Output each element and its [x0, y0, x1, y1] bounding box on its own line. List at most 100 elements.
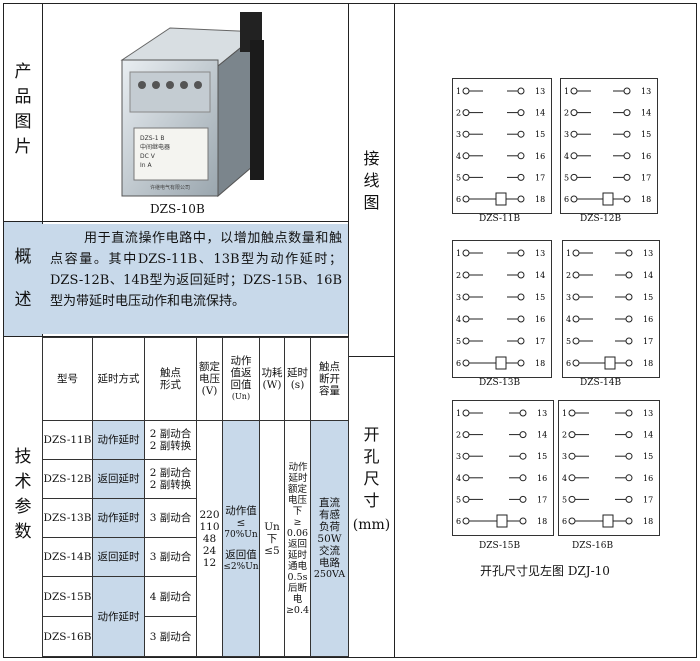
terminal-circle	[517, 152, 525, 160]
maker-text: 许继电气有限公司	[150, 184, 190, 191]
terminal-label: 16	[641, 152, 651, 161]
header-power: 功耗 (W)	[259, 337, 285, 421]
contacts-cell: 2 副动合 2 副转换	[144, 420, 197, 460]
terminal-label: 4	[562, 474, 567, 483]
diagram-caption: DZS-16B	[572, 541, 614, 551]
summary-label: 概 述	[4, 222, 42, 336]
model-cell: DZS-11B	[42, 420, 93, 460]
terminal-label: 17	[537, 495, 547, 504]
delay-line: 电	[292, 593, 303, 605]
table-row: DZS-12B 返回延时 2 副动合 2 副转换	[42, 459, 349, 499]
voltage-value: 110	[199, 520, 220, 533]
terminal-circle	[462, 195, 470, 203]
terminal-label: 6	[456, 359, 461, 368]
delay-line: ≥0.4	[285, 604, 310, 616]
coil-symbol	[495, 192, 507, 206]
terminal-circle	[519, 517, 527, 525]
delay-line: 0.06	[286, 527, 309, 539]
tech-params-label: 技 术 参 数	[4, 440, 42, 550]
spec-table: 型号 延时方式 触点形式 额定 电压 (V) 动作 值返 回值 (Un) 功耗 …	[42, 337, 349, 657]
terminal-circle	[462, 271, 470, 279]
header-breaking: 触点 断开 容量	[310, 337, 349, 421]
diagram-caption: DZS-14B	[580, 378, 622, 388]
terminal-circle	[625, 293, 633, 301]
label-char: 尺	[363, 469, 380, 488]
terminal-label: 1	[456, 249, 461, 258]
label-char: 图	[363, 193, 380, 212]
terminal-circle	[517, 173, 525, 181]
terminal-label: 15	[535, 293, 545, 302]
hdr-line: 容量	[319, 385, 340, 397]
terminal-circle	[570, 173, 578, 181]
terminal-circle	[462, 293, 470, 301]
terminal-circle	[625, 249, 633, 257]
terminal-label: 15	[643, 293, 653, 302]
label-char: 参	[14, 497, 32, 517]
hdr-line: 断开	[319, 373, 340, 385]
label-char: 术	[14, 472, 32, 492]
label-char: 图	[14, 112, 32, 132]
contact-line: 2 副转换	[149, 440, 192, 452]
power-line: Un下	[264, 520, 280, 545]
terminal-circle	[625, 409, 633, 417]
terminal-label: 1	[566, 249, 571, 258]
delay-line: 电压	[287, 494, 307, 506]
terminal-circle	[517, 249, 525, 257]
terminal-label: 16	[535, 315, 545, 324]
header-delay: 延时 (s)	[284, 337, 311, 421]
terminal-label: 16	[643, 474, 653, 483]
terminal-label: 4	[456, 474, 461, 483]
terminal-circle	[625, 359, 633, 367]
terminal-circle	[568, 517, 576, 525]
terminal-label: 16	[537, 474, 547, 483]
terminal-circle	[572, 315, 580, 323]
terminal-label: 16	[643, 315, 653, 324]
contact-line: 2 副动合	[149, 467, 192, 479]
outer-frame	[3, 3, 697, 658]
terminal-circle	[570, 195, 578, 203]
breaking-line: 50W	[317, 532, 342, 545]
delay-value-cell: 动作延时 额定 电压 下 ≥ 0.06 返回 延时 通电 0.5s 后断 电 ≥…	[284, 420, 311, 657]
delay-line: 延时	[287, 549, 307, 561]
plate-text: In A	[140, 162, 152, 169]
delay-mode-cell: 动作延时	[92, 498, 145, 538]
terminal-circle	[462, 474, 470, 482]
table-row: DZS-14B 返回延时 3 副动合	[42, 537, 349, 577]
model-cell: DZS-14B	[42, 537, 93, 577]
delay-line: 额定	[287, 483, 307, 495]
summary-text: 用于直流操作电路中，以增加触点数量和触点容量。其中DZS-11B、13B型为动作…	[42, 224, 348, 334]
hdr-line: 值返	[230, 367, 252, 379]
terminal-circle	[462, 315, 470, 323]
label-char: 片	[14, 137, 32, 157]
coil-symbol	[604, 356, 616, 370]
terminal-label: 3	[456, 293, 461, 302]
terminal-label: 18	[535, 359, 545, 368]
label-char: 品	[14, 87, 32, 107]
breaking-line: 有感	[319, 508, 340, 521]
terminal-circle	[568, 495, 576, 503]
terminal-circle	[517, 195, 525, 203]
coil-symbol	[602, 192, 614, 206]
label-char: 技	[14, 447, 32, 467]
terminal-circle	[625, 452, 633, 460]
terminal-circle	[462, 359, 470, 367]
terminal-circle	[517, 271, 525, 279]
left-panel-divider	[348, 4, 349, 658]
hdr-line: (W)	[262, 379, 282, 391]
photo-caption: DZS-10B	[150, 202, 205, 216]
terminal-label: 14	[537, 431, 547, 440]
return-line: 返回值	[225, 548, 257, 561]
contact-line: 2 副动合	[149, 428, 192, 440]
terminal-circle	[462, 173, 470, 181]
table-header-row: 型号 延时方式 触点形式 额定 电压 (V) 动作 值返 回值 (Un) 功耗 …	[42, 337, 349, 421]
terminal-circle	[623, 195, 631, 203]
terminal-label: 15	[537, 452, 547, 461]
delay-mode-cell: 动作延时	[92, 420, 145, 460]
diagram-caption: DZS-15B	[479, 541, 521, 551]
delay-line: 通电	[287, 560, 307, 572]
terminal-circle	[517, 293, 525, 301]
terminal-circle	[462, 431, 470, 439]
terminal-label: 6	[564, 195, 569, 204]
breaking-cell: 直流 有感 负荷 50W 交流 电路 250VA	[310, 420, 349, 657]
photo-row-divider	[4, 221, 348, 222]
